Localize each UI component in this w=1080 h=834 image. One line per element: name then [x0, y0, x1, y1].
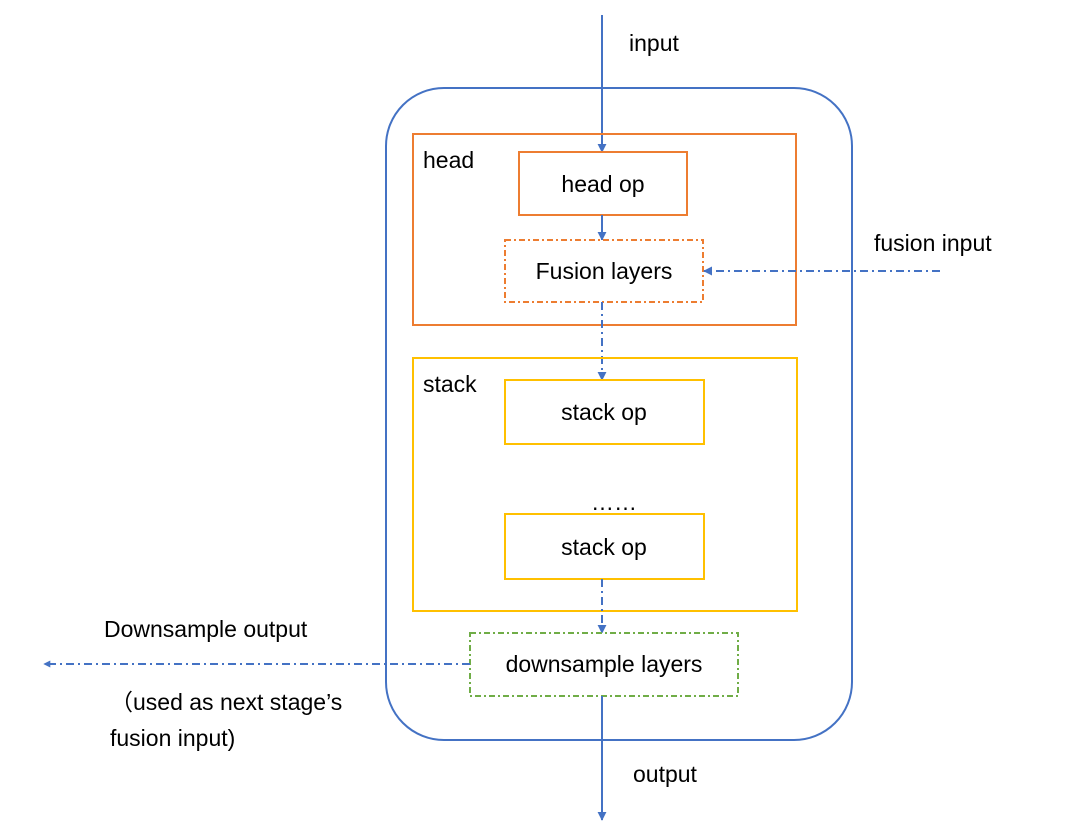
head-label: head: [423, 147, 474, 173]
fusion-input-label: fusion input: [874, 230, 992, 256]
stack-op-label-2: stack op: [561, 534, 647, 560]
input-label: input: [629, 30, 679, 56]
stack-op-label-1: stack op: [561, 399, 647, 425]
head-op-label: head op: [561, 171, 644, 197]
stack-label: stack: [423, 371, 477, 397]
next-stage-note-line-2: fusion input): [110, 725, 235, 751]
downsample-layers-box: [469, 632, 739, 697]
stack-op-box-2: [504, 513, 705, 580]
downsample-layers-label: downsample layers: [506, 651, 703, 677]
fusion-layers-box: [504, 239, 704, 303]
fusion-layers-label: Fusion layers: [536, 258, 673, 284]
downsample-output-label: Downsample output: [104, 616, 308, 642]
next-stage-note-line-1: （used as next stage’s: [110, 689, 342, 715]
head-group: [412, 133, 797, 326]
stack-group: [412, 357, 798, 612]
stage-container: [385, 87, 853, 741]
stack-op-box-1: [504, 379, 705, 445]
ellipsis-label: ……: [591, 489, 637, 515]
output-label: output: [633, 761, 698, 787]
head-op-box: [518, 151, 688, 216]
